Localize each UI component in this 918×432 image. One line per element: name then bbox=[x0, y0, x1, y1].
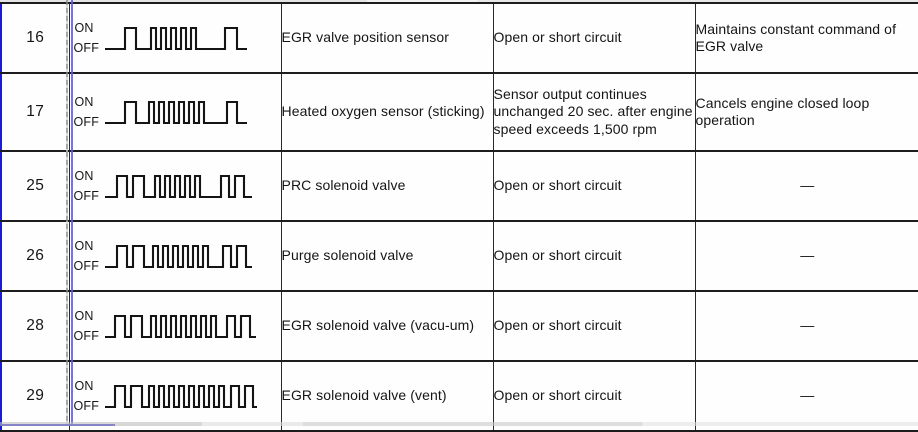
code-number: 16 bbox=[2, 29, 69, 47]
off-label: OFF bbox=[74, 112, 100, 132]
on-off-labels: ON OFF bbox=[74, 92, 100, 132]
condition-cell: Sensor output continues unchanged 20 sec… bbox=[493, 73, 695, 151]
code-number: 25 bbox=[2, 177, 69, 195]
scan-edge-bottom bbox=[0, 422, 918, 426]
waveform-cell: ON OFF bbox=[69, 151, 281, 221]
condition-cell: Open or short circuit bbox=[493, 3, 695, 73]
component-label: Heated oxygen sensor (sticking) bbox=[282, 103, 493, 121]
waveform-signal-trace bbox=[103, 95, 251, 129]
condition-label: Open or short circuit bbox=[494, 387, 695, 405]
condition-cell: Open or short circuit bbox=[493, 291, 695, 361]
on-off-labels: ON OFF bbox=[74, 236, 100, 276]
component-label: PRC solenoid valve bbox=[282, 177, 493, 195]
effect-dash: — bbox=[800, 177, 814, 193]
code-cell: 25 bbox=[1, 151, 69, 221]
waveform-cell: ON OFF bbox=[69, 73, 281, 151]
table-row: 28 ON OFF EGR solenoid valve (vacu-um bbox=[1, 291, 918, 361]
off-label: OFF bbox=[74, 186, 100, 206]
effect-cell: Cancels engine closed loop operation bbox=[695, 73, 918, 151]
table-row: 17 ON OFF Heated oxygen sensor (stick bbox=[1, 73, 918, 151]
code-cell: 17 bbox=[1, 73, 69, 151]
table-row: 25 ON OFF PRC solenoid valve bbox=[1, 151, 918, 221]
code-number: 17 bbox=[2, 103, 69, 121]
effect-label: Cancels engine closed loop operation bbox=[696, 95, 918, 130]
code-cell: 29 bbox=[1, 361, 69, 431]
waveform-signal-trace bbox=[103, 239, 255, 273]
condition-cell: Open or short circuit bbox=[493, 361, 695, 431]
effect-dash: — bbox=[800, 387, 814, 403]
effect-dash: — bbox=[800, 317, 814, 333]
on-label: ON bbox=[75, 18, 100, 38]
component-label: EGR solenoid valve (vacu-um) bbox=[282, 317, 493, 335]
code-number: 28 bbox=[2, 317, 69, 335]
off-label: OFF bbox=[74, 256, 100, 276]
component-label: EGR valve position sensor bbox=[282, 29, 493, 47]
waveform-signal-trace bbox=[103, 169, 255, 203]
code-number: 29 bbox=[2, 387, 69, 405]
table-body: 16 ON OFF EGR valve position sensor bbox=[1, 3, 918, 431]
on-label: ON bbox=[75, 306, 100, 326]
effect-cell: — bbox=[695, 151, 918, 221]
condition-label: Open or short circuit bbox=[494, 247, 695, 265]
on-off-labels: ON OFF bbox=[74, 18, 100, 58]
waveform-cell: ON OFF bbox=[69, 3, 281, 73]
code-cell: 16 bbox=[1, 3, 69, 73]
on-label: ON bbox=[75, 236, 100, 256]
effect-dash: — bbox=[800, 247, 814, 263]
waveform-signal-trace bbox=[103, 309, 259, 343]
waveform-cell: ON OFF bbox=[69, 361, 281, 431]
off-label: OFF bbox=[74, 396, 100, 416]
code-cell: 28 bbox=[1, 291, 69, 361]
component-cell: EGR solenoid valve (vent) bbox=[281, 361, 493, 431]
on-label: ON bbox=[75, 166, 100, 186]
effect-cell: — bbox=[695, 361, 918, 431]
condition-label: Sensor output continues unchanged 20 sec… bbox=[494, 86, 695, 139]
component-label: EGR solenoid valve (vent) bbox=[282, 387, 493, 405]
on-off-labels: ON OFF bbox=[74, 166, 100, 206]
table-row: 29 ON OFF EGR solenoid valve (vent) bbox=[1, 361, 918, 431]
component-cell: Heated oxygen sensor (sticking) bbox=[281, 73, 493, 151]
off-label: OFF bbox=[74, 38, 100, 58]
component-cell: PRC solenoid valve bbox=[281, 151, 493, 221]
condition-label: Open or short circuit bbox=[494, 29, 695, 47]
waveform-cell: ON OFF bbox=[69, 221, 281, 291]
effect-cell: — bbox=[695, 291, 918, 361]
waveform-signal-trace bbox=[103, 379, 259, 413]
component-cell: Purge solenoid valve bbox=[281, 221, 493, 291]
condition-label: Open or short circuit bbox=[494, 317, 695, 335]
table-row: 26 ON OFF Purge solenoid valve bbox=[1, 221, 918, 291]
table-row: 16 ON OFF EGR valve position sensor bbox=[1, 3, 918, 73]
effect-label: Maintains constant command of EGR valve bbox=[696, 21, 918, 56]
on-off-labels: ON OFF bbox=[74, 376, 100, 416]
on-label: ON bbox=[75, 92, 100, 112]
on-label: ON bbox=[75, 376, 100, 396]
waveform-signal-trace bbox=[103, 21, 251, 55]
component-cell: EGR valve position sensor bbox=[281, 3, 493, 73]
condition-cell: Open or short circuit bbox=[493, 151, 695, 221]
effect-cell: — bbox=[695, 221, 918, 291]
code-number: 26 bbox=[2, 247, 69, 265]
code-cell: 26 bbox=[1, 221, 69, 291]
condition-label: Open or short circuit bbox=[494, 177, 695, 195]
on-off-labels: ON OFF bbox=[74, 306, 100, 346]
waveform-cell: ON OFF bbox=[69, 291, 281, 361]
component-label: Purge solenoid valve bbox=[282, 247, 493, 265]
component-cell: EGR solenoid valve (vacu-um) bbox=[281, 291, 493, 361]
condition-cell: Open or short circuit bbox=[493, 221, 695, 291]
effect-cell: Maintains constant command of EGR valve bbox=[695, 3, 918, 73]
off-label: OFF bbox=[74, 326, 100, 346]
